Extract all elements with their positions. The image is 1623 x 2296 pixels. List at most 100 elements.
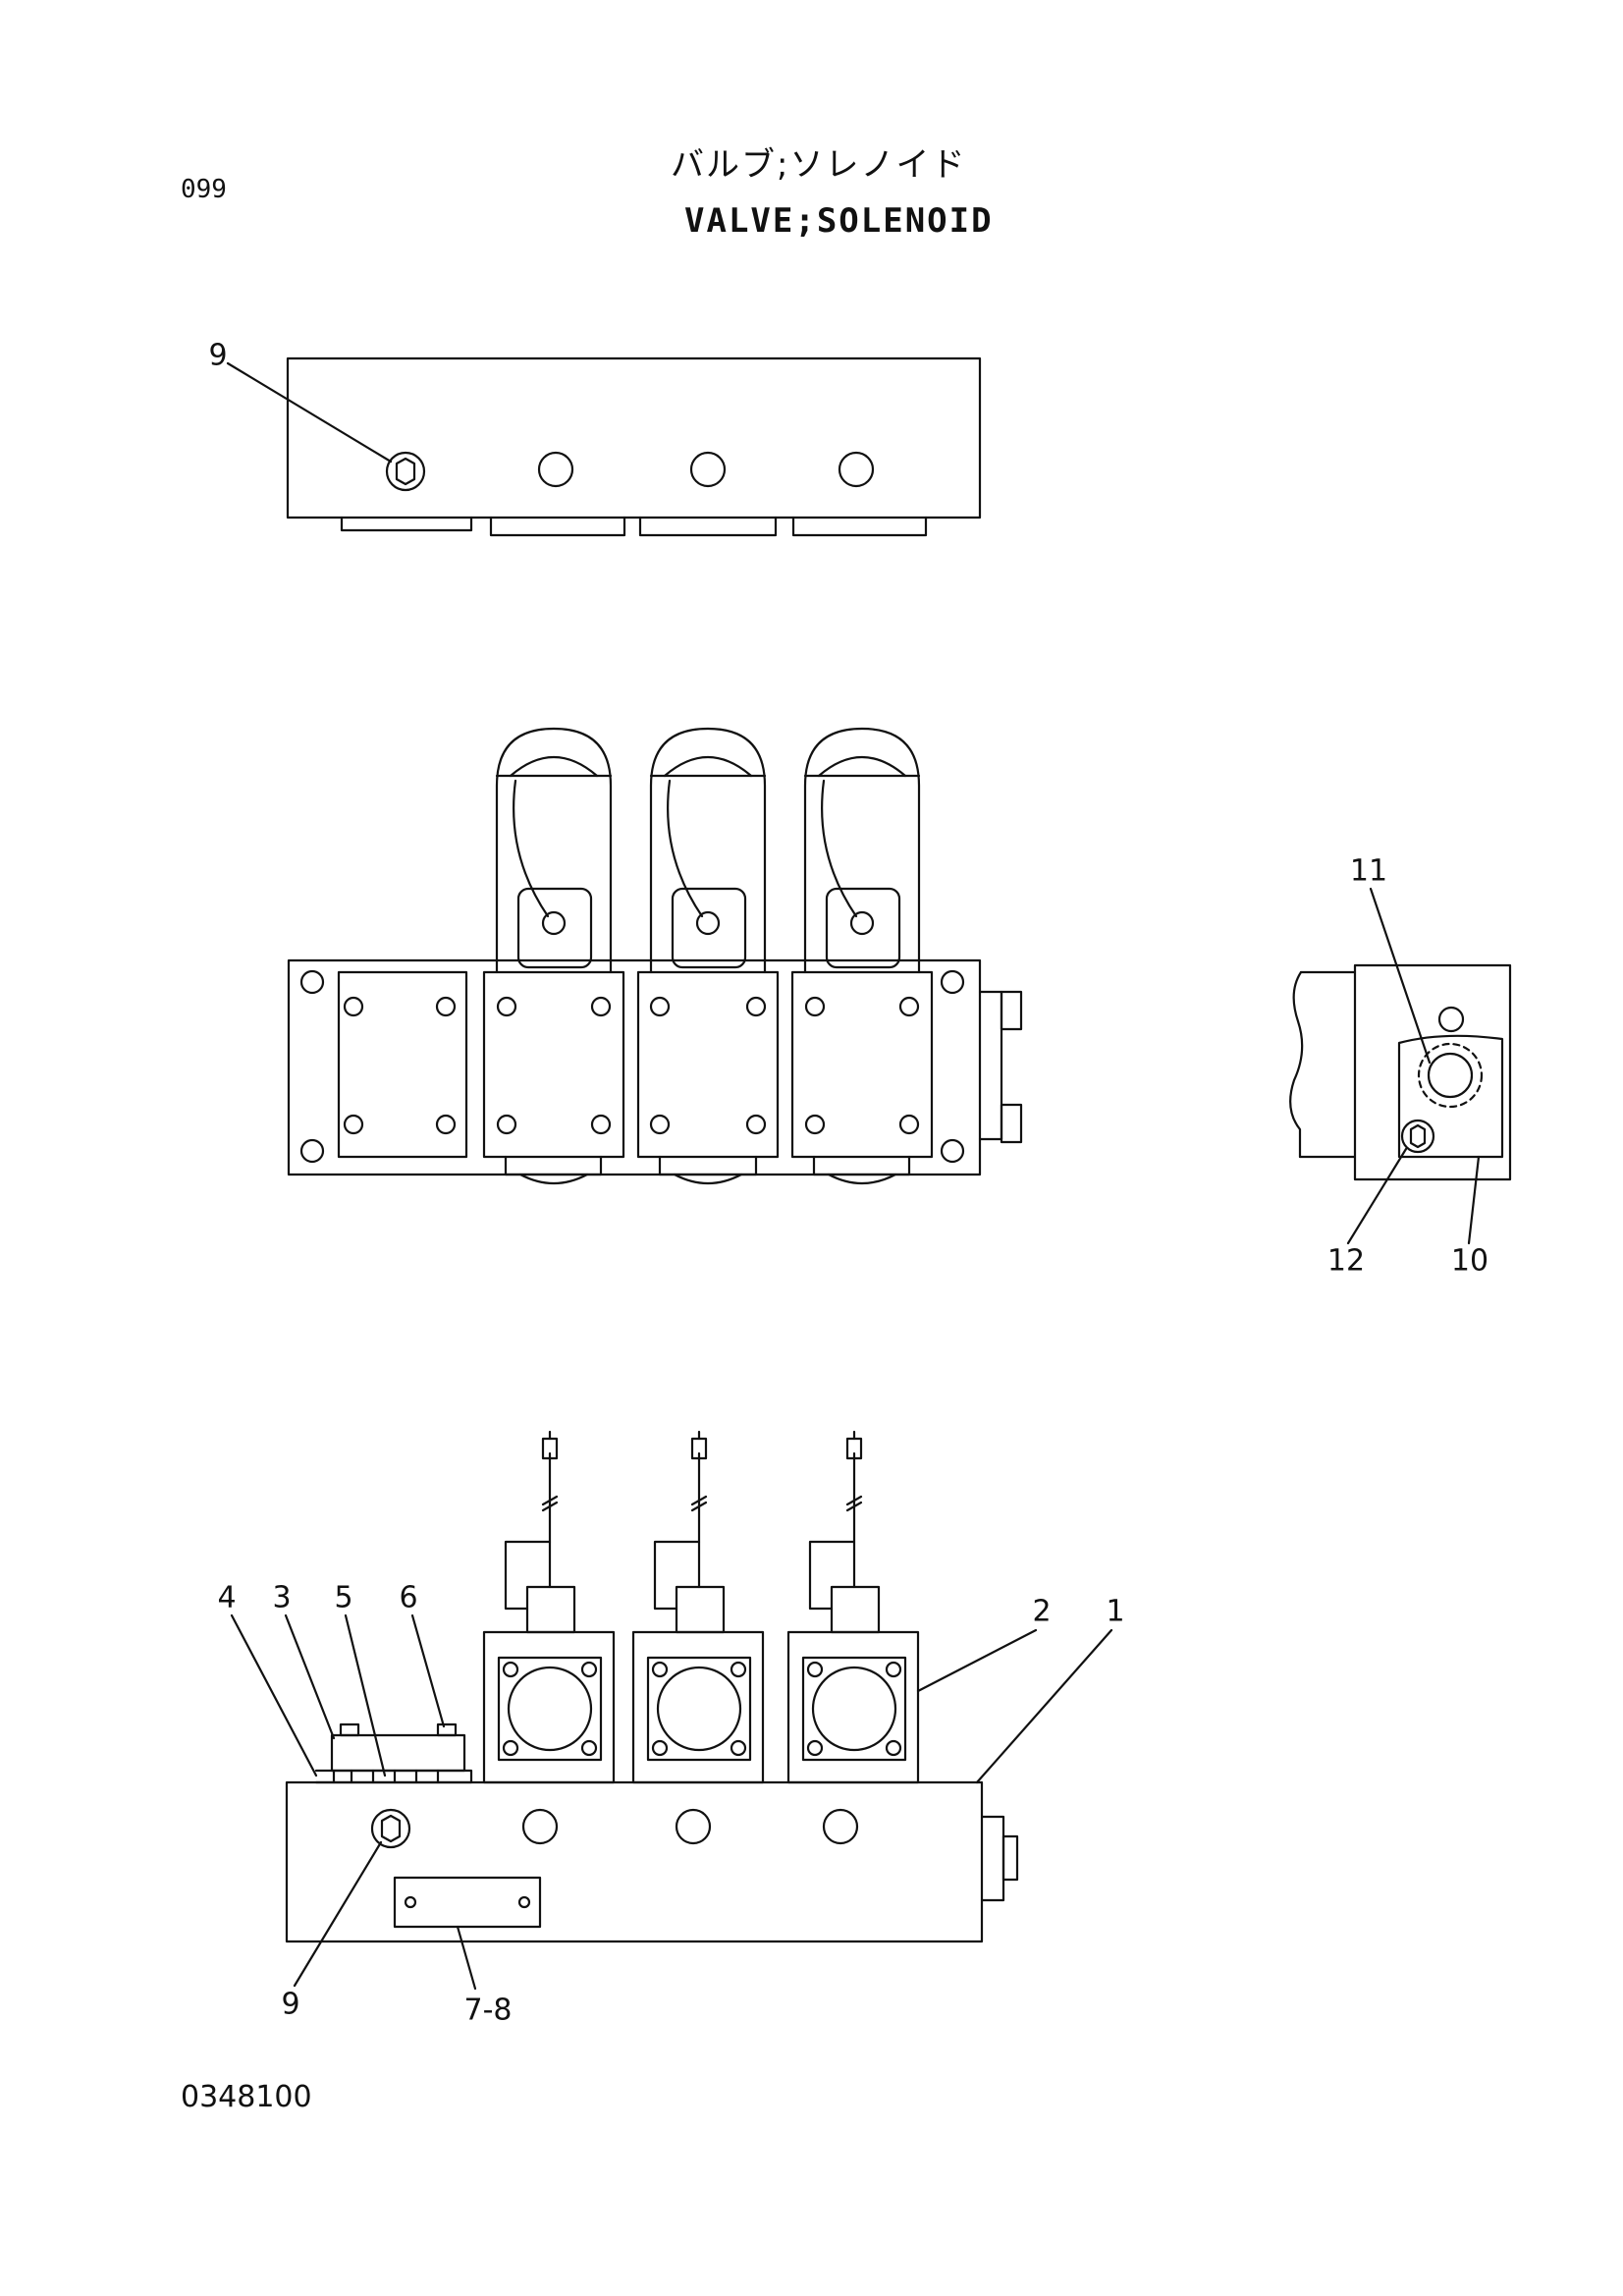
leader-9-top — [228, 363, 391, 462]
leader-6 — [412, 1615, 444, 1726]
side-solenoid-bolt — [900, 1116, 918, 1133]
side-solenoid-connector — [827, 889, 899, 967]
side-solenoid-bolt — [592, 998, 610, 1015]
front-solenoid-break — [692, 1497, 706, 1504]
callout-7-8: 7-8 — [463, 1993, 513, 2028]
end-view-plug-hex — [1411, 1125, 1425, 1147]
end-view-port-inner — [1429, 1054, 1472, 1097]
leader-9-front — [295, 1842, 381, 1986]
front-solenoid-bolt — [504, 1663, 517, 1676]
front-solenoid-connector — [832, 1587, 879, 1632]
front-solenoid-pipe — [655, 1542, 699, 1609]
front-port-2 — [676, 1810, 710, 1843]
callout-9-top: 9 — [208, 338, 228, 373]
front-solenoid-bolt — [808, 1663, 822, 1676]
side-solenoid-bolt — [651, 1116, 669, 1133]
side-solenoid-dome — [819, 757, 905, 776]
side-hole-br — [942, 1140, 963, 1162]
side-solenoid-base — [638, 972, 778, 1157]
top-view-body — [288, 358, 980, 518]
side-view-body — [289, 960, 980, 1175]
front-view — [232, 1432, 1111, 1989]
nameplate-rivet — [519, 1897, 529, 1907]
top-port-2 — [691, 453, 725, 486]
callout-3: 3 — [272, 1580, 292, 1615]
end-view-plate-10 — [1399, 1036, 1502, 1157]
callout-12: 12 — [1326, 1243, 1366, 1279]
top-under-seg-2 — [491, 518, 624, 535]
leader-7-8 — [458, 1927, 475, 1989]
front-solenoid-bolt — [808, 1741, 822, 1755]
front-solenoid-coil-face — [813, 1667, 895, 1750]
leader-4 — [232, 1615, 316, 1776]
side-cover-bolt — [345, 998, 362, 1015]
front-solenoid-pipe — [506, 1542, 550, 1609]
side-solenoid-foot-curve — [675, 1175, 741, 1183]
side-solenoid-bolt — [592, 1116, 610, 1133]
side-solenoid-plug — [697, 912, 719, 934]
bolt-6 — [438, 1724, 456, 1735]
front-solenoid-pipe — [810, 1542, 854, 1609]
leader-10 — [1469, 1157, 1479, 1243]
callout-2: 2 — [1032, 1594, 1052, 1629]
side-solenoid-bolt — [747, 1116, 765, 1133]
drawing-number: 0348100 — [181, 2080, 312, 2114]
side-solenoid-coil — [805, 729, 919, 972]
side-solenoid-bolt — [900, 998, 918, 1015]
side-solenoid-bolt — [806, 1116, 824, 1133]
callout-10: 10 — [1450, 1243, 1489, 1279]
front-solenoid-face — [803, 1658, 905, 1760]
front-solenoid-break — [543, 1503, 557, 1510]
top-port-3 — [839, 453, 873, 486]
end-view-break-line — [1290, 972, 1302, 1157]
front-solenoid-face — [648, 1658, 750, 1760]
side-solenoid-foot — [814, 1157, 909, 1175]
top-port-1 — [539, 453, 572, 486]
side-view — [289, 729, 1021, 1183]
side-hole-tl — [301, 971, 323, 993]
side-solenoid-plug — [851, 912, 873, 934]
front-solenoid-break — [543, 1497, 557, 1504]
end-view-small-hole — [1439, 1008, 1463, 1031]
side-solenoid-3 — [792, 729, 932, 1183]
side-solenoid-dome — [665, 757, 751, 776]
side-solenoid-bolt — [747, 998, 765, 1015]
side-solenoid-foot-curve — [829, 1175, 895, 1183]
side-solenoid-foot — [660, 1157, 756, 1175]
front-solenoid-bolt — [887, 1741, 900, 1755]
front-solenoid-connector — [527, 1587, 574, 1632]
front-solenoid-bolt — [582, 1741, 596, 1755]
front-view-body — [287, 1782, 982, 1941]
side-solenoid-bolt — [651, 998, 669, 1015]
end-view — [1290, 889, 1510, 1243]
end-view-body — [1355, 965, 1510, 1179]
side-solenoid-foot — [506, 1157, 601, 1175]
side-solenoid-bolt — [498, 1116, 515, 1133]
callout-11: 11 — [1349, 853, 1388, 889]
front-solenoid-break — [847, 1503, 861, 1510]
front-solenoid-coil-face — [509, 1667, 591, 1750]
side-solenoid-2 — [638, 729, 778, 1183]
page-code: 099 — [181, 175, 227, 204]
front-solenoid-bolt — [653, 1741, 667, 1755]
top-under-seg-1 — [342, 518, 471, 530]
front-solenoid-bolt — [504, 1741, 517, 1755]
side-solenoid-bolt — [498, 998, 515, 1015]
front-solenoid-coil-face — [658, 1667, 740, 1750]
nameplate — [395, 1878, 540, 1927]
side-cover-bolt — [437, 1116, 455, 1133]
side-solenoid-connector — [518, 889, 591, 967]
front-port-1 — [523, 1810, 557, 1843]
side-solenoid-dome — [511, 757, 597, 776]
end-view-port-11 — [1419, 1044, 1482, 1107]
front-plug-9 — [372, 1810, 409, 1847]
leader-5 — [346, 1615, 385, 1776]
side-end-fitting — [980, 992, 1001, 1139]
side-cover-bolt — [437, 998, 455, 1015]
side-solenoid-base — [484, 972, 623, 1157]
side-end-cap-top — [1001, 992, 1021, 1029]
nameplate-rivet — [406, 1897, 415, 1907]
front-solenoid-1 — [484, 1432, 614, 1782]
title-japanese: バルブ;ソレノイド — [671, 145, 967, 185]
